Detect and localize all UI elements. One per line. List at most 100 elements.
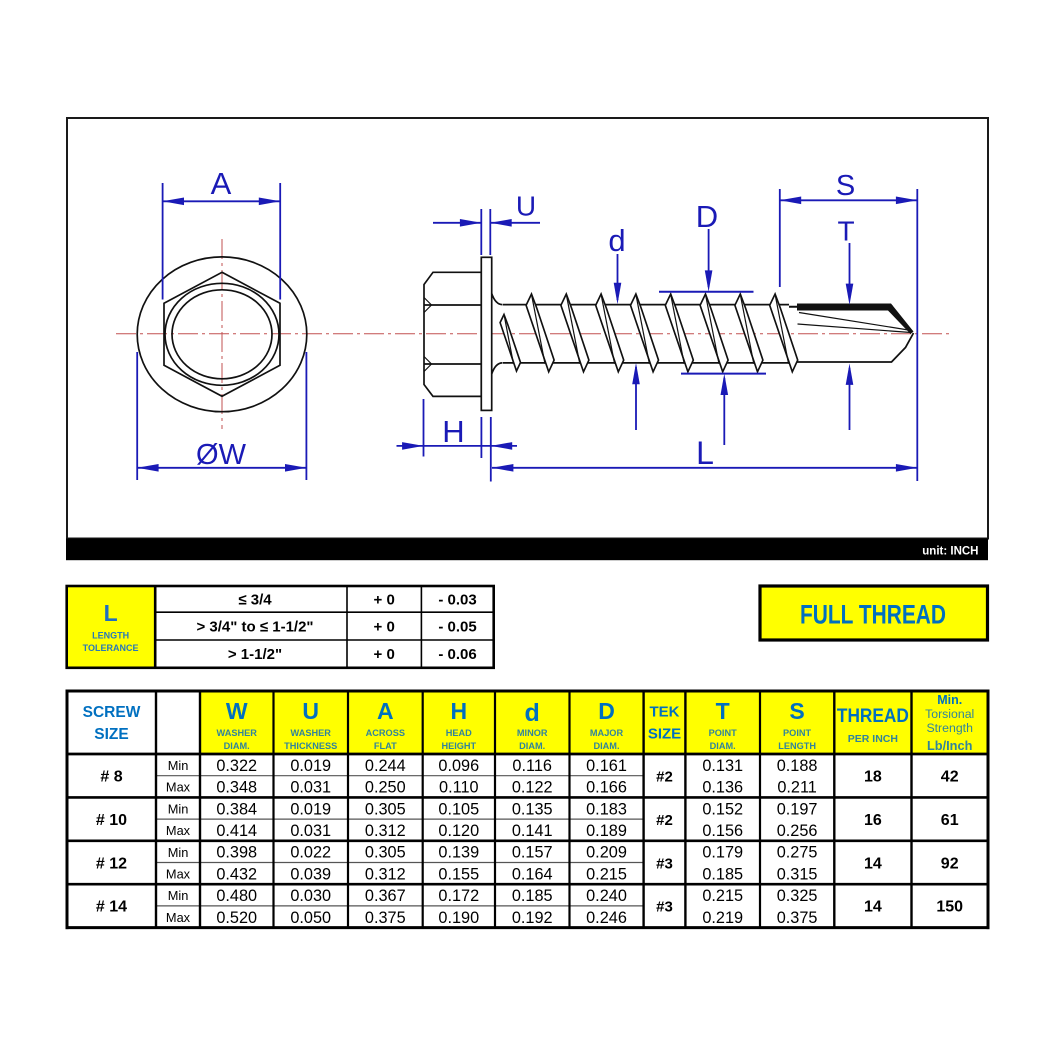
svg-text:Max: Max [166,910,191,925]
svg-text:92: 92 [941,855,959,872]
svg-text:0.398: 0.398 [216,844,257,862]
svg-text:POINT: POINT [783,728,811,738]
svg-text:Torsional: Torsional [925,707,974,721]
svg-text:150: 150 [936,899,963,916]
svg-text:0.161: 0.161 [586,757,627,775]
svg-text:0.139: 0.139 [438,844,479,862]
svg-text:0.030: 0.030 [290,887,331,905]
svg-text:Max: Max [166,780,191,795]
svg-text:D: D [696,199,718,234]
svg-text:Max: Max [166,823,191,838]
svg-text:0.246: 0.246 [586,909,627,927]
svg-text:A: A [211,166,232,201]
svg-text:0.197: 0.197 [777,800,818,818]
svg-text:0.375: 0.375 [365,909,406,927]
svg-text:D: D [598,698,615,724]
svg-text:0.209: 0.209 [586,844,627,862]
svg-text:MINOR: MINOR [517,728,548,738]
svg-text:16: 16 [864,812,882,829]
svg-text:FULL THREAD: FULL THREAD [800,600,946,630]
svg-text:MAJOR: MAJOR [590,728,624,738]
svg-text:#2: #2 [656,812,673,829]
svg-text:0.172: 0.172 [438,887,479,905]
svg-text:0.166: 0.166 [586,779,627,797]
svg-text:0.183: 0.183 [586,800,627,818]
svg-text:0.348: 0.348 [216,779,257,797]
svg-text:# 10: # 10 [96,812,127,829]
svg-text:POINT: POINT [709,728,737,738]
svg-text:0.250: 0.250 [365,779,406,797]
svg-text:FLAT: FLAT [374,741,397,751]
svg-text:0.019: 0.019 [290,800,331,818]
svg-text:unit: INCH: unit: INCH [922,546,978,558]
svg-text:0.136: 0.136 [702,779,743,797]
svg-text:0.215: 0.215 [586,865,627,883]
svg-text:0.325: 0.325 [777,887,818,905]
svg-text:0.031: 0.031 [290,779,331,797]
svg-text:d: d [525,699,540,727]
svg-text:> 3/4" to ≤ 1-1/2": > 3/4" to ≤ 1-1/2" [196,618,313,635]
svg-text:DIAM.: DIAM. [710,741,736,751]
svg-text:TEK: TEK [650,704,680,721]
svg-text:0.131: 0.131 [702,757,743,775]
svg-text:0.275: 0.275 [777,844,818,862]
svg-text:0.039: 0.039 [290,865,331,883]
svg-text:0.192: 0.192 [512,909,553,927]
svg-text:0.120: 0.120 [438,822,479,840]
svg-text:LENGTH: LENGTH [778,741,816,751]
svg-text:+ 0: + 0 [374,591,395,608]
svg-text:0.305: 0.305 [365,800,406,818]
svg-text:0.305: 0.305 [365,844,406,862]
svg-text:H: H [450,698,467,724]
svg-text:0.135: 0.135 [512,800,553,818]
svg-text:Min: Min [168,801,189,816]
svg-text:0.022: 0.022 [290,844,331,862]
svg-text:0.244: 0.244 [365,757,406,775]
svg-text:LENGTH: LENGTH [92,631,129,641]
svg-text:0.367: 0.367 [365,887,406,905]
svg-text:0.116: 0.116 [512,757,552,775]
svg-text:L: L [696,435,714,471]
svg-text:HEAD: HEAD [446,728,472,738]
svg-text:+ 0: + 0 [374,618,395,635]
svg-text:0.384: 0.384 [216,800,257,818]
svg-text:0.240: 0.240 [586,887,627,905]
svg-text:- 0.03: - 0.03 [438,591,476,608]
svg-text:0.185: 0.185 [512,887,553,905]
svg-text:14: 14 [864,855,882,872]
svg-text:14: 14 [864,899,882,916]
svg-text:DIAM.: DIAM. [593,741,619,751]
svg-text:#3: #3 [656,899,673,916]
svg-text:0.152: 0.152 [702,800,743,818]
svg-text:#2: #2 [656,769,673,786]
svg-text:0.105: 0.105 [438,800,479,818]
svg-text:# 8: # 8 [100,769,122,786]
svg-text:U: U [516,191,536,222]
svg-text:W: W [226,698,248,724]
svg-text:HEIGHT: HEIGHT [441,741,476,751]
svg-text:H: H [442,414,464,449]
svg-text:0.122: 0.122 [512,779,553,797]
svg-text:≤ 3/4: ≤ 3/4 [238,591,272,608]
svg-text:SIZE: SIZE [648,726,681,743]
svg-text:0.315: 0.315 [777,865,818,883]
svg-text:Strength: Strength [926,721,973,735]
svg-text:ACROSS: ACROSS [366,728,405,738]
svg-text:0.155: 0.155 [438,865,479,883]
svg-text:T: T [716,698,730,724]
svg-text:Min.: Min. [937,693,962,707]
svg-text:0.164: 0.164 [512,865,553,883]
svg-text:18: 18 [864,769,882,786]
svg-text:ØW: ØW [196,439,247,471]
svg-text:# 12: # 12 [96,855,127,872]
svg-text:L: L [104,600,118,626]
svg-text:0.312: 0.312 [365,865,406,883]
svg-text:42: 42 [941,769,959,786]
svg-text:+ 0: + 0 [374,646,395,663]
svg-text:0.432: 0.432 [216,865,257,883]
svg-text:- 0.06: - 0.06 [438,646,476,663]
svg-text:0.414: 0.414 [216,822,257,840]
svg-text:TOLERANCE: TOLERANCE [83,643,139,653]
svg-text:PER INCH: PER INCH [848,733,898,745]
svg-text:0.375: 0.375 [777,909,818,927]
